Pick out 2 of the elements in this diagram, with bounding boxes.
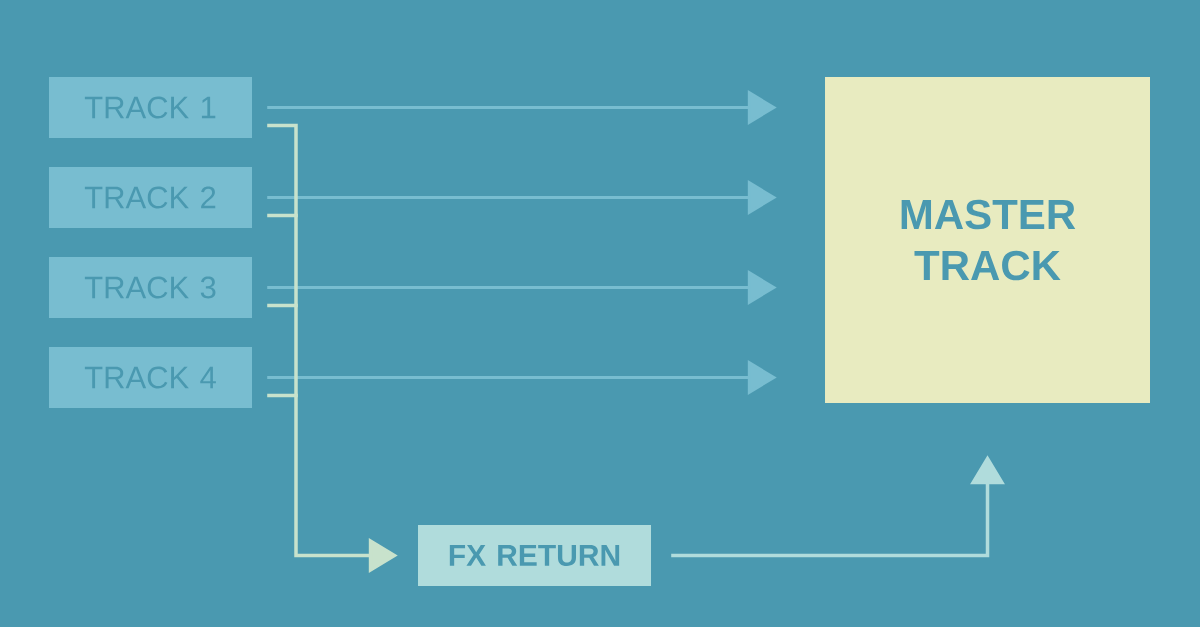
fx-return-box: FX RETURN	[418, 525, 651, 586]
master-track-box: MASTER TRACK	[825, 77, 1150, 403]
